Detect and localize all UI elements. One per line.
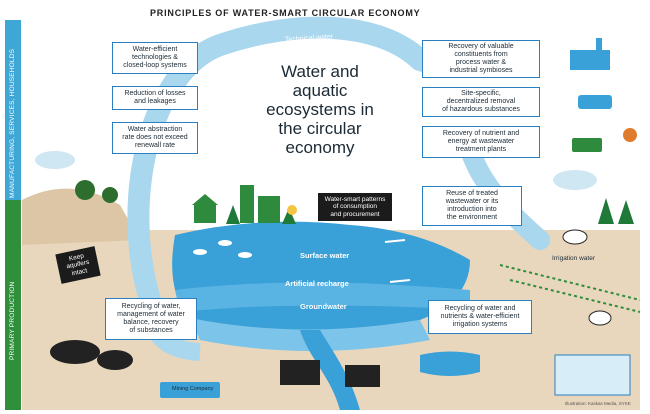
box-line: rate does not exceed (122, 134, 188, 141)
greenhouse-icon (554, 354, 631, 396)
box-line: of substances (129, 327, 173, 334)
tree-icon (618, 200, 634, 224)
callout-line: and procurement (330, 210, 380, 218)
box-line: technologies & (132, 54, 178, 61)
box-line: Recovery of valuable (448, 43, 514, 50)
box-line: introduction into (447, 206, 497, 213)
technical-water-loop (127, 16, 431, 311)
power-plant-icon (345, 365, 380, 387)
center-title: Water and aquatic ecosystems in the circ… (240, 62, 400, 157)
factory-icon (570, 50, 610, 70)
flame-icon (623, 128, 637, 142)
stream (300, 330, 360, 410)
crop-rows (499, 264, 641, 301)
sidebar-primary-production (5, 200, 21, 410)
sidebar-label-primary-production: PRIMARY PRODUCTION (9, 281, 16, 360)
box-line: and leakages (134, 98, 176, 105)
box-line: process water & (455, 59, 507, 66)
box-line: the environment (446, 214, 498, 221)
rain-cloud-icon (35, 151, 75, 169)
center-title-line: Water and (281, 62, 359, 81)
house-roof-icon (192, 194, 218, 205)
person-icon (287, 205, 297, 215)
box-line: decentralized removal (446, 98, 516, 105)
box-line: renewall rate (134, 142, 176, 149)
box-line: Reduction of losses (124, 90, 186, 97)
sidebar-households (5, 20, 21, 200)
artificial-recharge-label: Artificial recharge (285, 279, 349, 288)
credit: Illustration: Kaskas Media, SYKE (565, 401, 631, 406)
box-line: energy at wastewater (447, 138, 515, 145)
tree-icon (75, 180, 95, 200)
tree-icon (102, 187, 118, 203)
fish-icon (218, 240, 232, 246)
box-line: irrigation systems (452, 321, 508, 328)
rain-cloud-icon (553, 170, 597, 190)
rock-pile-icon (50, 340, 100, 364)
callout-line: Water-smart patterns (324, 195, 386, 203)
factory-chimney-icon (596, 38, 602, 52)
box-line: constituents from (454, 51, 508, 58)
building-icon (258, 196, 280, 223)
tree-icon (226, 205, 240, 224)
fish-icon (238, 252, 252, 258)
irrigation-water-label: Irrigation water (552, 255, 595, 262)
box-line: management of water (117, 311, 185, 318)
center-title-line: aquatic (292, 81, 348, 100)
arrow-icon (389, 279, 411, 283)
box-line: Recycling of water, (121, 303, 181, 310)
arrow-icon (384, 239, 406, 243)
box-line: Recycling of water and (444, 305, 516, 312)
box-line: Water abstraction (127, 126, 183, 133)
building-icon (240, 185, 254, 223)
center-title-line: economy (285, 138, 355, 157)
tree-icon (282, 208, 296, 224)
center-title-line: ecosystems in (266, 100, 374, 119)
cow-icon (562, 229, 588, 245)
box-line: nutrients & water-efficient (440, 313, 520, 320)
box-line: industrial symbioses (449, 67, 513, 74)
box-line: Site-specific, (461, 90, 501, 97)
rock-pile-icon (97, 350, 133, 370)
box-line: wastewater or its (445, 198, 499, 205)
box-line: Water-efficient (132, 46, 178, 53)
mining-truck-icon (160, 382, 220, 398)
box-line: of hazardous substances (442, 106, 520, 113)
center-title-line: the circular (278, 119, 362, 138)
truck-icon (578, 95, 612, 109)
sidebar-label-households: MANUFACTURING, SERVICES, HOUSEHOLDS (9, 48, 16, 198)
power-plant-icon (280, 360, 320, 385)
fish-icon (193, 249, 207, 255)
mining-company-label: Mining Company (172, 386, 214, 392)
box-line: balance, recovery (123, 319, 179, 326)
surface-water-label: Surface water (300, 251, 350, 260)
callout-line: of consumption (332, 203, 378, 211)
tree-icon (598, 198, 614, 224)
box-line: closed-loop systems (123, 62, 187, 69)
treatment-tank (420, 351, 480, 376)
page-title: PRINCIPLES OF WATER-SMART CIRCULAR ECONO… (150, 8, 421, 18)
box-line: Reuse of treated (446, 190, 498, 197)
box-line: Recovery of nutrient and (442, 130, 520, 137)
crop-rows (509, 279, 641, 313)
tractor-icon (572, 138, 602, 152)
groundwater-label: Groundwater (300, 302, 347, 311)
box-line: treatment plants (455, 146, 507, 153)
cow-icon (588, 310, 612, 326)
house-icon (194, 205, 216, 223)
recharge-band (175, 282, 470, 312)
